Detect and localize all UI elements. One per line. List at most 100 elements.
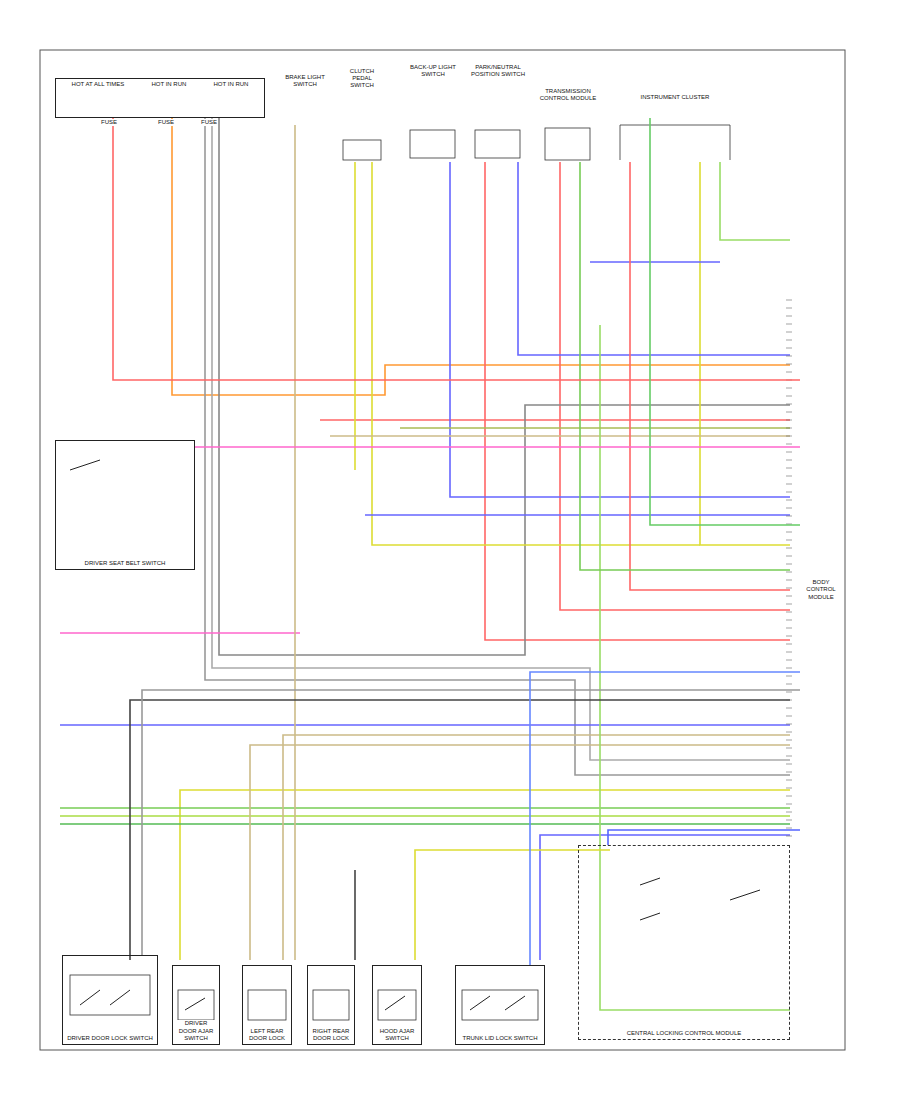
wire-connector <box>530 672 800 965</box>
component-symbol <box>248 990 286 1020</box>
cluster-bracket <box>620 125 730 160</box>
connector-pin <box>786 660 792 661</box>
connector-pin <box>786 596 792 597</box>
fuse-label: FUSE <box>100 119 118 126</box>
connector-pin <box>786 772 792 773</box>
wire <box>365 514 790 516</box>
component-label: HOOD AJAR SWITCH <box>375 1028 419 1042</box>
component-symbol <box>378 990 416 1020</box>
wire <box>60 823 790 825</box>
connector-pin <box>786 388 792 389</box>
wire-connector <box>113 118 800 380</box>
connector-pin <box>786 492 792 493</box>
switch-symbol <box>70 460 100 470</box>
connector-pin <box>786 452 792 453</box>
component-label: CENTRAL LOCKING CONTROL MODULE <box>626 1030 743 1037</box>
wire-connector <box>608 830 800 845</box>
component-symbol <box>462 990 538 1020</box>
wire <box>590 261 720 263</box>
component-symbol <box>343 140 381 160</box>
connector-pin <box>786 572 792 573</box>
connector-pin <box>786 788 792 789</box>
component-label: CLUTCH PEDAL SWITCH <box>339 68 385 90</box>
connector-pin <box>786 308 792 309</box>
connector-pin <box>786 580 792 581</box>
connector-pin <box>786 564 792 565</box>
component-box: INSTRUMENT CLUSTER <box>630 92 720 118</box>
connector-pin <box>786 804 792 805</box>
fuse-label: FUSE <box>157 119 175 126</box>
component-label: BODY CONTROL MODULE <box>802 579 840 601</box>
component-box: LEFT REAR DOOR LOCK <box>242 965 292 1045</box>
connector-pin <box>786 764 792 765</box>
component-label: BACK-UP LIGHT SWITCH <box>405 64 461 78</box>
connector-pin <box>786 404 792 405</box>
connector-pin <box>786 836 792 837</box>
connector-pin <box>786 828 792 829</box>
component-box: BODY CONTROL MODULE <box>800 340 842 840</box>
switch-symbol <box>110 990 130 1005</box>
wire <box>400 427 790 429</box>
connector-pin <box>786 324 792 325</box>
connector-pin <box>786 748 792 749</box>
wire <box>283 735 790 960</box>
wire <box>485 162 790 640</box>
connector-pin <box>786 820 792 821</box>
connector-pin <box>786 652 792 653</box>
wire <box>580 162 790 570</box>
component-box: RIGHT REAR DOOR LOCK <box>307 965 355 1045</box>
connector-pin <box>786 316 792 317</box>
wire <box>294 125 296 960</box>
connector-pin <box>786 708 792 709</box>
connector-pin <box>786 692 792 693</box>
component-label: DRIVER DOOR LOCK SWITCH <box>66 1035 154 1042</box>
component-label: BRAKE LIGHT SWITCH <box>278 74 332 88</box>
switch-symbol <box>640 913 660 920</box>
wire <box>354 870 356 960</box>
wire-connector <box>195 446 800 448</box>
component-symbol <box>313 990 349 1020</box>
connector-pin <box>786 420 792 421</box>
connector-pin <box>786 684 792 685</box>
switch-symbol <box>185 998 205 1010</box>
connector-pin <box>786 412 792 413</box>
connector-pin <box>786 732 792 733</box>
wire <box>354 162 356 470</box>
component-label: HOT AT ALL TIMES <box>71 81 126 88</box>
component-label: TRUNK LID LOCK SWITCH <box>461 1035 538 1042</box>
component-label: PARK/NEUTRAL POSITION SWITCH <box>470 64 526 78</box>
connector-pin <box>786 700 792 701</box>
connector-pin <box>786 372 792 373</box>
component-label: DRIVER SEAT BELT SWITCH <box>84 560 167 567</box>
switch-symbol <box>385 996 405 1010</box>
connector-pin <box>786 508 792 509</box>
component-label: HOT IN RUN <box>150 81 187 88</box>
frame-border <box>40 50 845 1050</box>
component-box: HOOD AJAR SWITCH <box>372 965 422 1045</box>
wire <box>60 724 790 726</box>
wire <box>250 745 790 960</box>
component-box: DRIVER DOOR LOCK SWITCH <box>62 955 158 1045</box>
connector-pin <box>786 676 792 677</box>
wire <box>518 162 790 355</box>
connector-pin <box>786 756 792 757</box>
component-box: DRIVER DOOR AJAR SWITCH <box>172 965 220 1045</box>
wire <box>60 632 300 634</box>
switch-symbol <box>505 996 525 1010</box>
wire-connector <box>650 118 800 525</box>
connector-pin <box>786 348 792 349</box>
component-symbol <box>475 130 520 158</box>
component-label: LEFT REAR DOOR LOCK <box>245 1028 289 1042</box>
connector-pin <box>786 604 792 605</box>
component-symbol <box>545 128 590 160</box>
connector-pin <box>786 612 792 613</box>
wire <box>212 118 790 760</box>
wire <box>560 162 790 610</box>
connector-pin <box>786 620 792 621</box>
connector-pin <box>786 644 792 645</box>
component-symbol <box>178 990 214 1020</box>
connector-pin <box>786 740 792 741</box>
